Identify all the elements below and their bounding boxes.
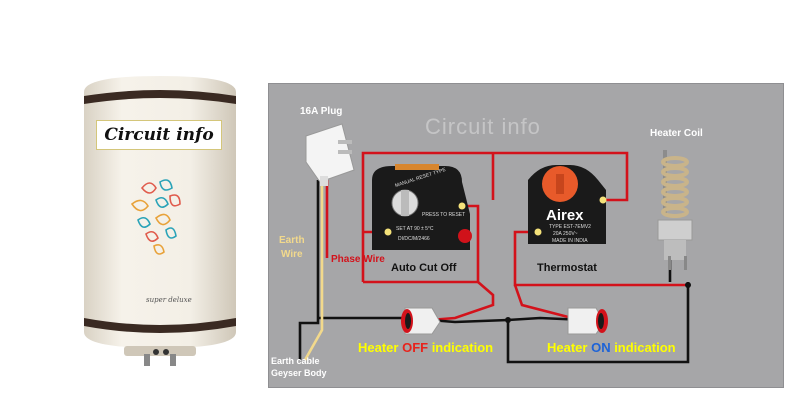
thermostat-brand: Airex	[546, 207, 584, 224]
thermostat-text-3: MADE IN INDIA	[552, 238, 588, 244]
earth-wire-label-1: Earth	[279, 235, 305, 246]
thermostat-text-1: TYPE EST-7EMV2	[549, 224, 591, 230]
auto-cut-off-label: Auto Cut Off	[391, 262, 457, 274]
neutral-wires	[298, 180, 690, 364]
earth-cable-label-2: Geyser Body	[271, 368, 327, 378]
heater-coil-label: Heater Coil	[650, 128, 703, 139]
heater-off-indication-label: Heater OFF indication	[358, 340, 493, 355]
plug-16a	[305, 123, 355, 186]
wiring-panel	[268, 83, 784, 388]
model-signature: super deluxe	[146, 296, 192, 304]
watermark: Circuit info	[425, 114, 541, 139]
live-wires	[325, 151, 688, 322]
off-indicator-lamp	[401, 307, 441, 335]
thermostat-text-2: 20A 250V~	[553, 231, 578, 237]
auto-cut-off-device	[372, 164, 472, 250]
heater-on-indication-label: Heater ON indication	[547, 340, 676, 355]
earth-wire-label-2: Wire	[281, 249, 303, 260]
heater-coil	[657, 150, 693, 270]
earth-wire	[303, 180, 324, 361]
decorative-pattern	[130, 179, 181, 255]
off-suffix: indication	[428, 340, 494, 355]
thermostat-label: Thermostat	[537, 262, 597, 274]
cutoff-text-2: PRESS TO RESET	[422, 212, 466, 218]
plug-label: 16A Plug	[300, 106, 343, 117]
on-suffix: indication	[610, 340, 676, 355]
on-indicator-lamp	[567, 307, 608, 335]
earth-cable-label-1: Earth cable	[271, 356, 320, 366]
cutoff-text-3: SET AT 90 ± 5°C	[396, 226, 434, 232]
off-state: OFF	[402, 340, 429, 355]
thermostat-device	[528, 165, 607, 244]
cutoff-text-4: DI/DC/M/2466	[398, 236, 430, 242]
brand-label: Circuit info	[96, 120, 222, 150]
off-prefix: Heater	[358, 340, 403, 355]
phase-wire-label: Phase Wire	[331, 254, 385, 265]
on-state: ON	[591, 340, 611, 355]
on-prefix: Heater	[547, 340, 592, 355]
